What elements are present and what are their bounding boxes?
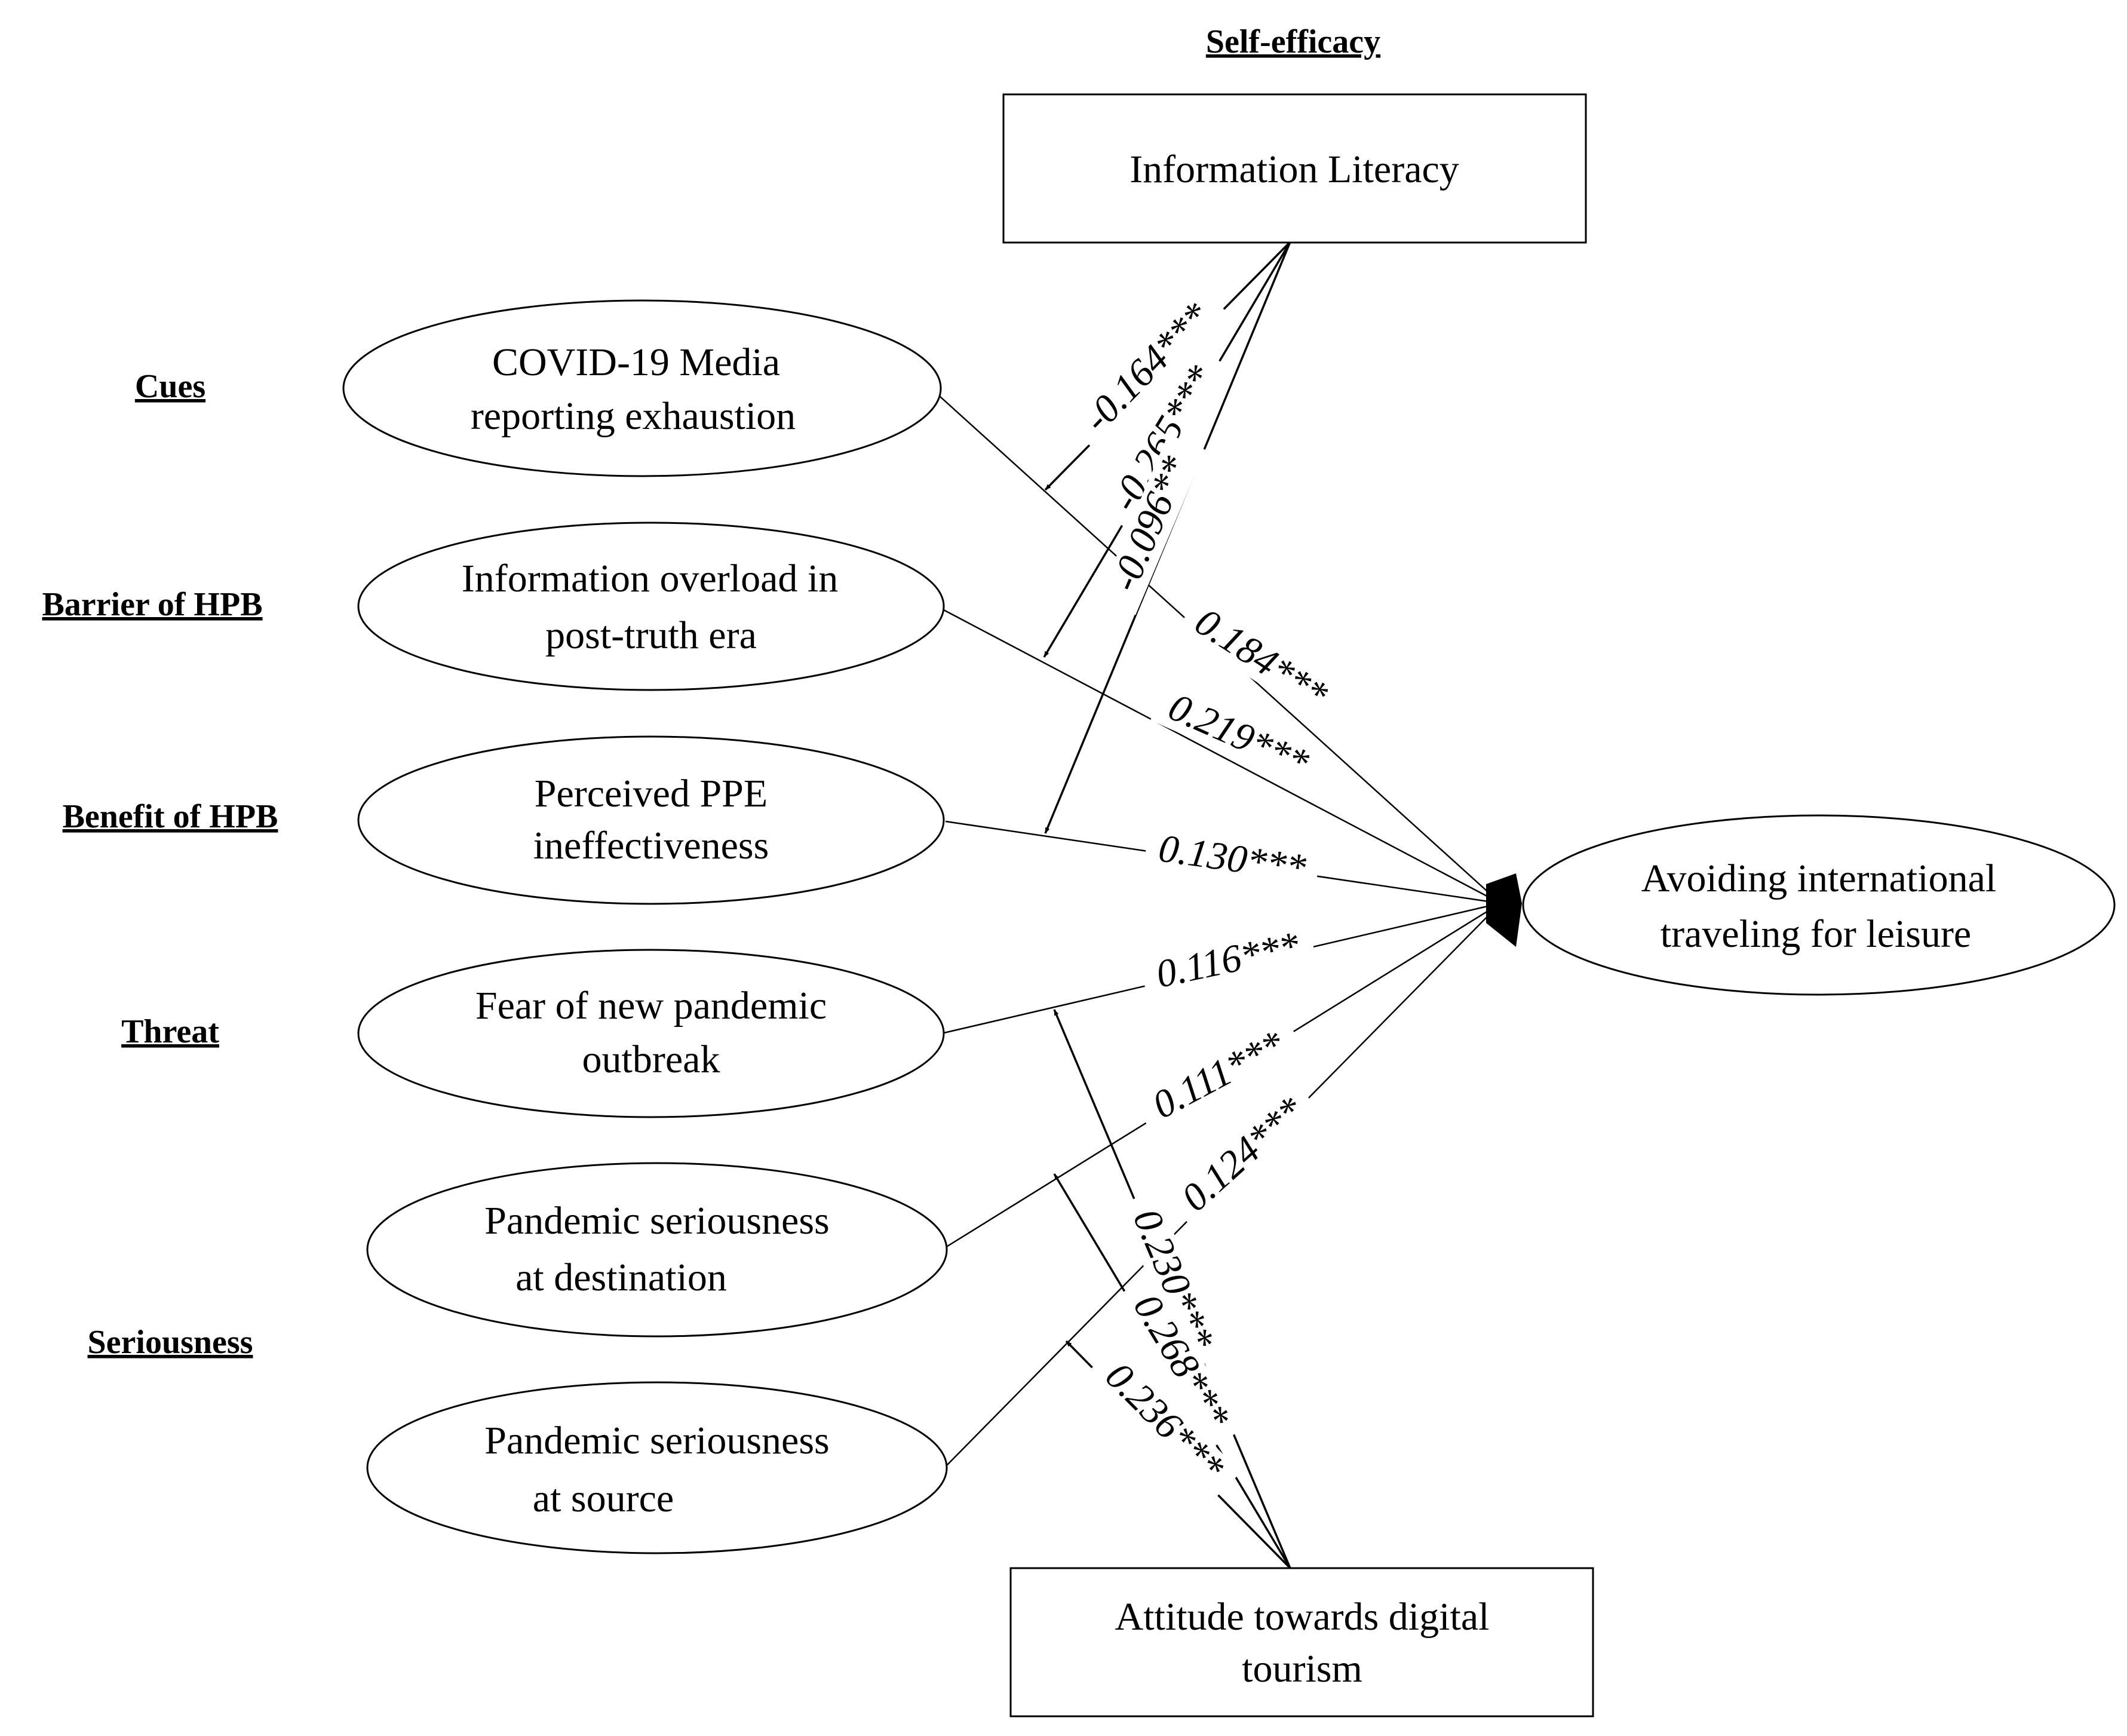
seriousness-source-ellipse: Pandemic seriousness at source: [366, 1381, 948, 1554]
info-overload-ellipse: Information overload in post-truth era: [357, 522, 945, 691]
source-label-line2: at source: [533, 1477, 674, 1520]
overload-label-line2: post-truth era: [545, 614, 757, 657]
attitude-box: Attitude towards digital tourism: [1009, 1567, 1594, 1717]
info-literacy-box: Information Literacy: [1002, 93, 1587, 244]
dest-label-line2: at destination: [515, 1256, 727, 1299]
coef-fear: 0.116***: [1139, 924, 1318, 1000]
overload-label-line1: Information overload in: [462, 557, 838, 600]
category-self-efficacy: Self-efficacy: [1206, 23, 1380, 60]
seriousness-destination-ellipse: Pandemic seriousness at destination: [366, 1162, 948, 1338]
fear-label-line1: Fear of new pandemic: [475, 984, 827, 1028]
outcome-label-line1: Avoiding international: [1641, 857, 1996, 900]
category-barrier: Barrier of HPB: [42, 586, 262, 623]
ppe-label-line2: ineffectiveness: [533, 824, 769, 867]
outcome-ellipse: Avoiding international traveling for lei…: [1522, 814, 2116, 996]
media-label-line1: COVID-19 Media: [492, 341, 780, 384]
media-label-line2: reporting exhaustion: [471, 394, 796, 438]
category-cues: Cues: [135, 368, 205, 405]
fear-ellipse: Fear of new pandemic outbreak: [357, 949, 945, 1118]
info-literacy-label: Information Literacy: [1130, 148, 1459, 191]
category-threat: Threat: [121, 1013, 219, 1050]
attitude-label-line1: Attitude towards digital: [1115, 1595, 1490, 1639]
path-overload: [942, 608, 1501, 904]
category-benefit: Benefit of HPB: [63, 798, 278, 835]
outcome-label-line2: traveling for leisure: [1661, 912, 1971, 956]
outcome-arrowhead: [1486, 873, 1522, 947]
ppe-label-line1: Perceived PPE: [535, 772, 768, 815]
fear-label-line2: outbreak: [582, 1038, 720, 1081]
source-label-line1: Pandemic seriousness: [484, 1419, 829, 1462]
coef-fear-text: 0.116***: [1152, 924, 1303, 996]
category-seriousness: Seriousness: [88, 1324, 253, 1361]
coef-ppe: 0.130***: [1143, 826, 1321, 893]
dest-label-line1: Pandemic seriousness: [484, 1199, 829, 1243]
media-exhaustion-ellipse: COVID-19 Media reporting exhaustion: [342, 299, 942, 477]
ppe-ellipse: Perceived PPE ineffectiveness: [357, 735, 945, 905]
attitude-label-line2: tourism: [1242, 1647, 1362, 1691]
